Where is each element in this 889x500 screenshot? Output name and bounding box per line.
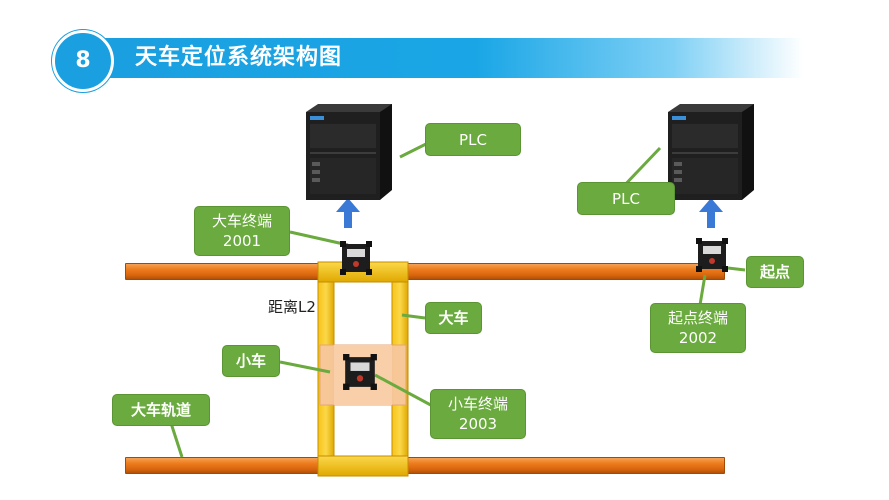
callout-plc-right-text: PLC <box>612 189 640 208</box>
distance-label: 距离L2 <box>268 298 316 316</box>
lower-rail <box>125 457 725 474</box>
callout-plc-right: PLC <box>577 182 675 215</box>
terminal-device-start <box>696 238 728 272</box>
callout-start-terminal: 起点终端 2002 <box>650 303 746 353</box>
callout-plc-left: PLC <box>425 123 521 156</box>
trolley-terminal-id: 2003 <box>458 415 498 433</box>
bridge-terminal-name: 大车终端 <box>211 212 272 230</box>
up-arrow-right <box>699 198 723 228</box>
arrows <box>336 198 723 228</box>
callout-bridge-terminal: 大车终端 2001 <box>194 206 290 256</box>
start-point-text: 起点 <box>759 263 790 281</box>
track-text: 大车轨道 <box>130 401 191 419</box>
callout-track: 大车轨道 <box>112 394 210 426</box>
callout-bridge: 大车 <box>425 302 482 334</box>
plc-device-right <box>668 104 754 200</box>
slide-number-badge: 8 <box>52 30 114 92</box>
plc-device-left <box>306 104 392 200</box>
callout-trolley-terminal: 小车终端 2003 <box>430 389 526 439</box>
bridge-terminal-id: 2001 <box>222 232 262 250</box>
title-banner <box>78 38 803 78</box>
start-terminal-name: 起点终端 <box>667 309 728 327</box>
page-title: 天车定位系统架构图 <box>135 45 343 70</box>
terminal-device-bridge <box>340 241 372 275</box>
callout-plc-left-text: PLC <box>459 130 487 149</box>
terminal-device-trolley <box>343 354 377 390</box>
start-terminal-id: 2002 <box>678 329 718 347</box>
bridge-text: 大车 <box>438 309 469 327</box>
up-arrow-left <box>336 198 360 228</box>
trolley-terminal-name: 小车终端 <box>447 395 508 413</box>
callout-trolley: 小车 <box>222 345 280 377</box>
trolley-text: 小车 <box>235 352 266 370</box>
callout-start-point: 起点 <box>746 256 804 288</box>
